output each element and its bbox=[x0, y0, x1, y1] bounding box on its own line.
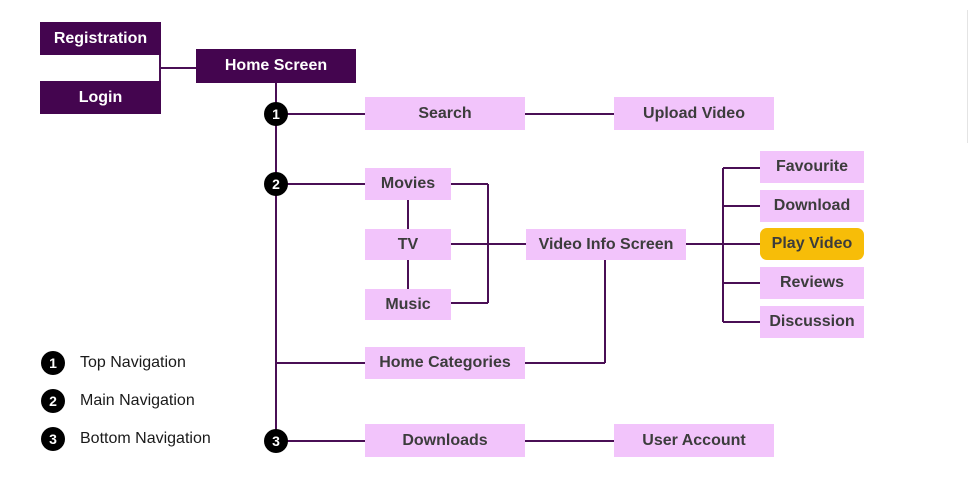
legend-item-top-navigation: 1 Top Navigation bbox=[41, 351, 186, 375]
upload-video-node[interactable]: Upload Video bbox=[614, 97, 774, 130]
legend-label: Main Navigation bbox=[80, 392, 195, 409]
legend-item-bottom-navigation: 3 Bottom Navigation bbox=[41, 427, 211, 451]
discussion-node[interactable]: Discussion bbox=[760, 306, 864, 338]
downloads-node[interactable]: Downloads bbox=[365, 424, 525, 457]
badge-top-navigation: 1 bbox=[264, 102, 288, 126]
play-video-node[interactable]: Play Video bbox=[760, 228, 864, 260]
badge-bottom-navigation: 3 bbox=[264, 429, 288, 453]
music-node[interactable]: Music bbox=[365, 289, 451, 320]
favourite-node[interactable]: Favourite bbox=[760, 151, 864, 183]
edge-divider bbox=[967, 10, 968, 143]
download-node[interactable]: Download bbox=[760, 190, 864, 222]
badge-main-navigation: 2 bbox=[264, 172, 288, 196]
legend-badge: 2 bbox=[41, 389, 65, 413]
movies-node[interactable]: Movies bbox=[365, 168, 451, 200]
legend-badge: 3 bbox=[41, 427, 65, 451]
user-account-node[interactable]: User Account bbox=[614, 424, 774, 457]
legend-label: Top Navigation bbox=[80, 354, 186, 371]
reviews-node[interactable]: Reviews bbox=[760, 267, 864, 299]
tv-node[interactable]: TV bbox=[365, 229, 451, 260]
home-screen-node[interactable]: Home Screen bbox=[196, 49, 356, 83]
legend-badge: 1 bbox=[41, 351, 65, 375]
home-categories-node[interactable]: Home Categories bbox=[365, 347, 525, 379]
video-info-screen-node[interactable]: Video Info Screen bbox=[526, 229, 686, 260]
login-node[interactable]: Login bbox=[40, 81, 161, 114]
legend-item-main-navigation: 2 Main Navigation bbox=[41, 389, 195, 413]
registration-node[interactable]: Registration bbox=[40, 22, 161, 55]
search-node[interactable]: Search bbox=[365, 97, 525, 130]
legend-label: Bottom Navigation bbox=[80, 430, 211, 447]
